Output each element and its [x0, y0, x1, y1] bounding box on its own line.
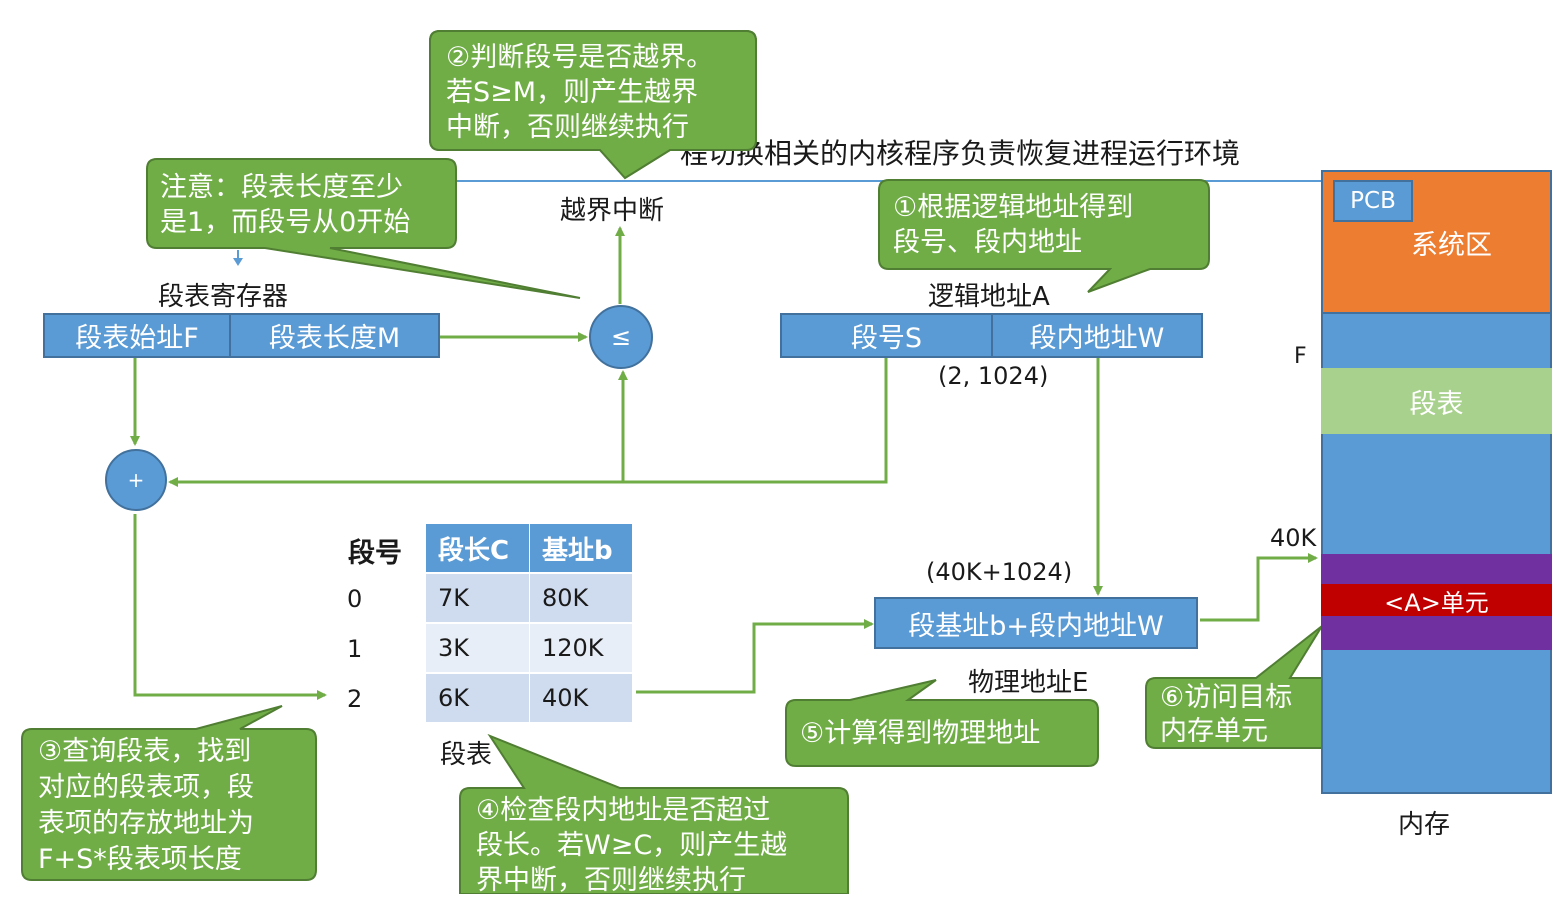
callout-3-line-1: ③查询段表，找到 [38, 736, 252, 767]
seg-table-header-segno: 段号 [348, 538, 402, 569]
callout-note-line-1: 注意：段表长度至少 [160, 172, 403, 203]
memory-system-area: 系统区 [1321, 170, 1552, 314]
callout-2-line-2: 若S≥M，则产生越界 [446, 77, 699, 108]
physical-example-label: (40K+1024) [926, 558, 1073, 586]
memory-F-label: F [1294, 344, 1307, 369]
memory-caption: 内存 [1398, 810, 1451, 840]
title-partial: 程切换相关的内核程序负责恢复进程运行环境 [680, 137, 1241, 170]
memory-purple-bottom [1321, 616, 1552, 650]
memory-pcb: PCB [1333, 180, 1413, 222]
callout-3-line-2: 对应的段表项，段 [38, 772, 254, 803]
arrow-physical-to-memory [1200, 553, 1318, 622]
callout-1-line-1: ①根据逻辑地址得到 [893, 192, 1134, 223]
logical-offset-field: 段内地址W [991, 313, 1203, 358]
callout-6-line-1: ⑥访问目标 [1160, 682, 1293, 713]
callout-1-shape [878, 179, 1210, 293]
physical-address-box: 段基址b+段内地址W [874, 597, 1198, 649]
callout-2-overlay [429, 30, 757, 180]
seg-table-row-1-base: 120K [530, 624, 632, 672]
seg-table-row-1-length: 3K [426, 624, 529, 672]
register-start-field: 段表始址F [43, 313, 231, 358]
callout-4-line-3: 界中断，否则继续执行 [476, 865, 746, 896]
callout-5-shape [785, 679, 1099, 767]
memory-purple-top [1321, 554, 1552, 584]
callout-4-line-1: ④检查段内地址是否超过 [476, 795, 771, 826]
callout-note-shape [146, 158, 581, 299]
seg-table-row-2-segno: 2 [347, 685, 363, 713]
seg-table-header-length: 段长C [426, 524, 529, 572]
arrow-base-to-physical [636, 619, 874, 694]
arrow-seg-to-add [168, 358, 888, 487]
callout-4-shape [459, 733, 849, 894]
callout-3-line-4: F+S*段表项长度 [38, 844, 242, 875]
seg-table-row-1-segno: 1 [347, 635, 363, 663]
seg-table-header-base: 基址b [530, 524, 632, 572]
seg-table-row-0-segno: 0 [347, 585, 363, 613]
out-of-bounds-label: 越界中断 [560, 196, 665, 226]
seg-table-caption: 段表 [440, 740, 493, 770]
seg-table-row-2-base: 40K [530, 674, 632, 722]
memory-seg-table-area: 段表 [1321, 368, 1552, 434]
logical-address-label: 逻辑地址A [928, 282, 1050, 312]
memory-target-unit: <A>单元 [1321, 584, 1552, 617]
callout-1-line-2: 段号、段内地址 [893, 227, 1082, 258]
compare-circle: ≤ [589, 305, 653, 369]
logical-seg-no-field: 段号S [780, 313, 993, 358]
callout-5-line-1: ⑤计算得到物理地址 [800, 718, 1041, 749]
callout-2-line-1: ②判断段号是否越界。 [446, 42, 714, 73]
seg-table-register-label: 段表寄存器 [158, 282, 289, 312]
callout-4-line-2: 段长。若W≥C，则产生越 [476, 830, 788, 861]
register-length-field: 段表长度M [229, 313, 440, 358]
callout-3-shape [21, 705, 317, 881]
memory-40K-label: 40K [1270, 524, 1317, 552]
logical-example-label: (2, 1024) [938, 362, 1049, 390]
callout-note-line-2: 是1，而段号从0开始 [160, 207, 411, 238]
callout-6-line-2: 内存单元 [1160, 716, 1268, 747]
seg-table-row-0-base: 80K [530, 574, 632, 622]
add-circle: + [105, 449, 167, 511]
callout-3-line-3: 表项的存放地址为 [38, 808, 254, 839]
seg-table-row-0-length: 7K [426, 574, 529, 622]
physical-address-label: 物理地址E [968, 668, 1089, 698]
callout-2-line-3: 中断，否则继续执行 [446, 112, 689, 143]
arrow-add-to-row [133, 514, 327, 700]
seg-table-row-2-length: 6K [426, 674, 529, 722]
